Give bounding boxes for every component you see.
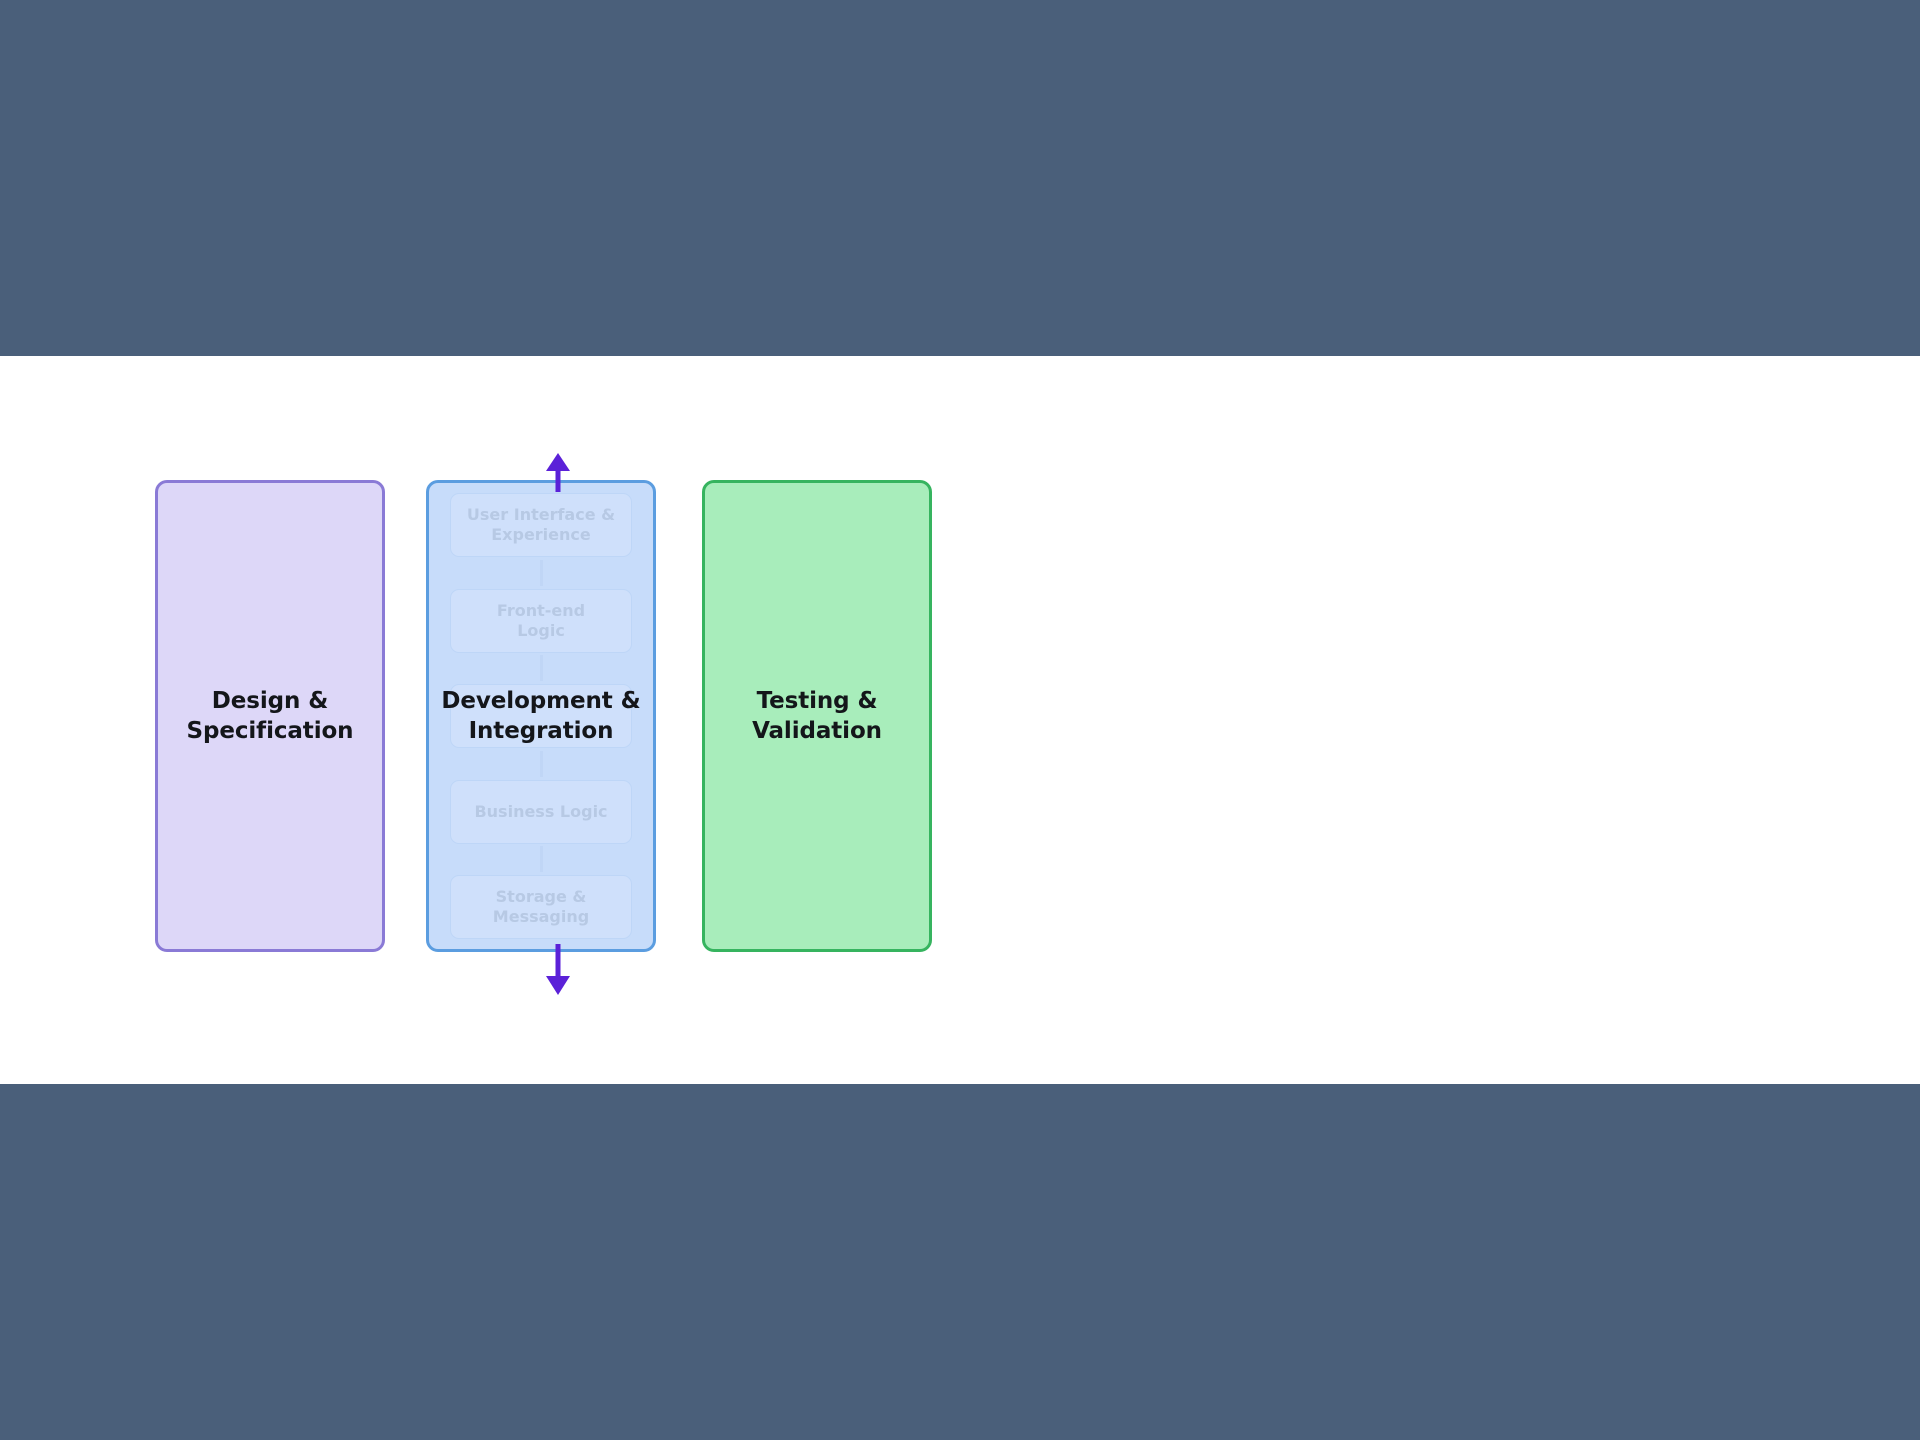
layer-connector xyxy=(539,655,543,682)
layer-connector xyxy=(539,846,543,873)
layer-storage-messaging[interactable]: Storage &Messaging xyxy=(450,875,632,939)
arrow-up-icon xyxy=(546,453,570,492)
top-background-band xyxy=(0,0,1920,356)
stage-testing-label-line1: Testing & xyxy=(756,687,878,714)
stage-development-label-line2: Integration xyxy=(468,718,614,744)
stage-testing-validation[interactable]: Testing & Validation xyxy=(702,480,932,952)
stage-design-label-line2: Specification xyxy=(186,718,354,744)
stage-design-label-line1: Design & xyxy=(211,687,329,714)
layer-ui-experience-line1: User Interface & xyxy=(466,505,616,525)
layer-ui-experience-line2: Experience xyxy=(491,525,591,544)
diagram-canvas: Design & Specification User Interface &Ex… xyxy=(0,356,1920,1084)
layer-business-logic-label: Business Logic xyxy=(474,801,608,821)
layer-storage-messaging-label: Storage &Messaging xyxy=(487,887,595,927)
stage-development-label: Development & Integration xyxy=(441,686,640,747)
layer-ui-experience-label: User Interface &Experience xyxy=(461,505,621,545)
arrow-down-icon xyxy=(546,944,570,995)
stage-testing-label-line2: Validation xyxy=(752,718,882,744)
layer-connector xyxy=(539,559,543,586)
layer-front-end-logic-line1: Front-end xyxy=(496,600,586,620)
layer-core-integration[interactable] xyxy=(450,684,632,748)
layer-ui-experience[interactable]: User Interface &Experience xyxy=(450,493,632,557)
stage-design-specification[interactable]: Design & Specification xyxy=(155,480,385,952)
bottom-background-band xyxy=(0,1084,1920,1440)
stage-design-label: Design & Specification xyxy=(187,686,354,747)
layer-front-end-logic-line2: Logic xyxy=(517,620,565,640)
layer-business-logic[interactable]: Business Logic xyxy=(450,779,632,844)
stage-development-label-line1: Development & xyxy=(441,687,641,714)
layer-connector xyxy=(539,750,543,777)
layer-storage-messaging-line1: Storage & xyxy=(495,887,587,907)
process-flow-diagram: Design & Specification User Interface &Ex… xyxy=(155,356,955,1084)
layer-storage-messaging-line2: Messaging xyxy=(492,907,590,926)
stage-testing-label: Testing & Validation xyxy=(752,686,882,747)
